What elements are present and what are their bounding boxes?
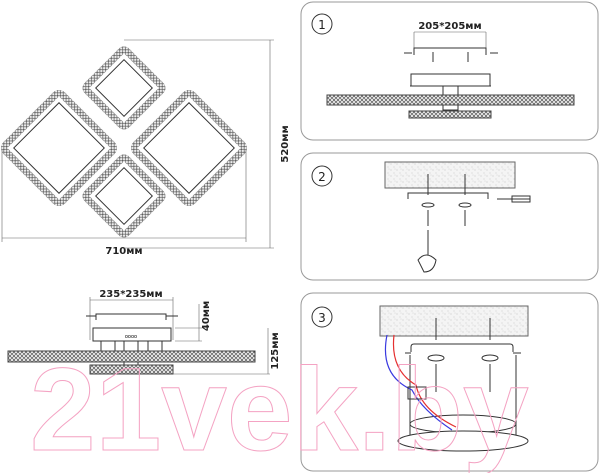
bracket-size-label: 205*205мм: [418, 21, 481, 32]
step-3-panel: 3: [300, 292, 599, 472]
step-number: 2: [318, 170, 326, 184]
svg-text:oooo: oooo: [125, 334, 137, 340]
step-2-panel: 2: [300, 152, 599, 281]
neutral-wire: [384, 334, 453, 431]
depth-label: 40мм: [201, 301, 212, 331]
screwdriver-hand-icon: [417, 254, 437, 273]
height-label: 520мм: [280, 125, 291, 162]
watermark: 21vek.by: [30, 344, 529, 473]
step-number: 3: [318, 311, 326, 325]
side-view-lamp: 235*235мм oooo 40мм 125мм: [7, 289, 281, 375]
height-dimension: 520мм: [124, 39, 291, 249]
top-view-lamp: [1, 46, 247, 238]
terminal-block-icon: [407, 386, 427, 400]
step-1-panel: 1 205*205мм: [300, 1, 599, 141]
width-dimension: 710мм: [1, 150, 247, 257]
plate-size-label: 235*235мм: [99, 289, 162, 300]
step-number: 1: [318, 18, 326, 32]
width-label: 710мм: [105, 246, 142, 257]
live-wire: [392, 334, 457, 428]
total-height-label: 125мм: [270, 332, 281, 369]
